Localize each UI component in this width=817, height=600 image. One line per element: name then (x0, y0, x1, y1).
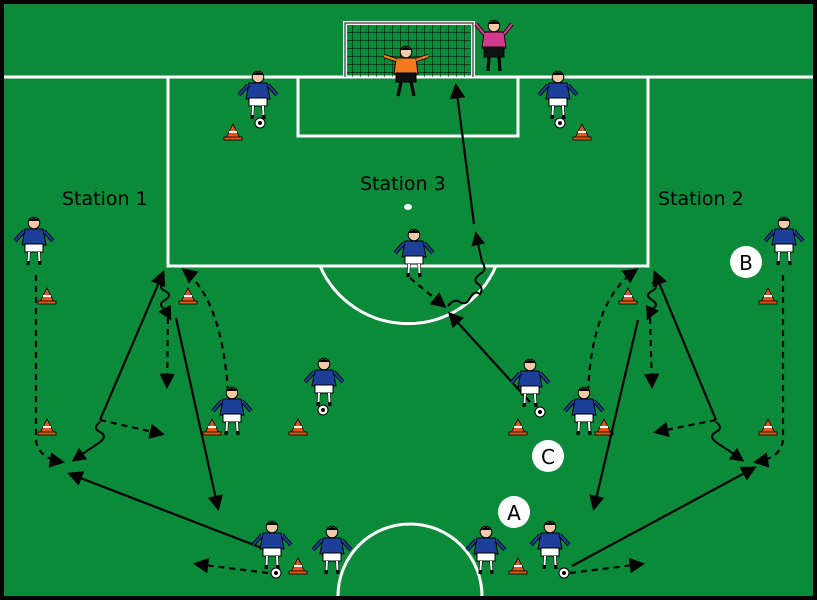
marker-a: A (498, 496, 530, 528)
marker-c: C (532, 440, 564, 472)
svg-text:B: B (739, 251, 753, 275)
pitch-surface (4, 4, 813, 596)
ball-icon (558, 567, 570, 579)
dribble-arrows (71, 231, 745, 462)
station-2-label: Station 2 (658, 188, 744, 210)
ball-icon (254, 117, 266, 129)
pass-arrows (67, 82, 757, 567)
station-3-label: Station 3 (360, 173, 446, 195)
station-1-label: Station 1 (62, 188, 148, 210)
run-arrows (34, 268, 785, 575)
svg-text:C: C (541, 445, 555, 469)
ball-icon (554, 117, 566, 129)
marker-b: B (730, 246, 762, 278)
ball-icon (270, 567, 282, 579)
ball-icon (534, 406, 546, 418)
svg-text:A: A (507, 501, 521, 525)
ball-icon (317, 404, 329, 416)
